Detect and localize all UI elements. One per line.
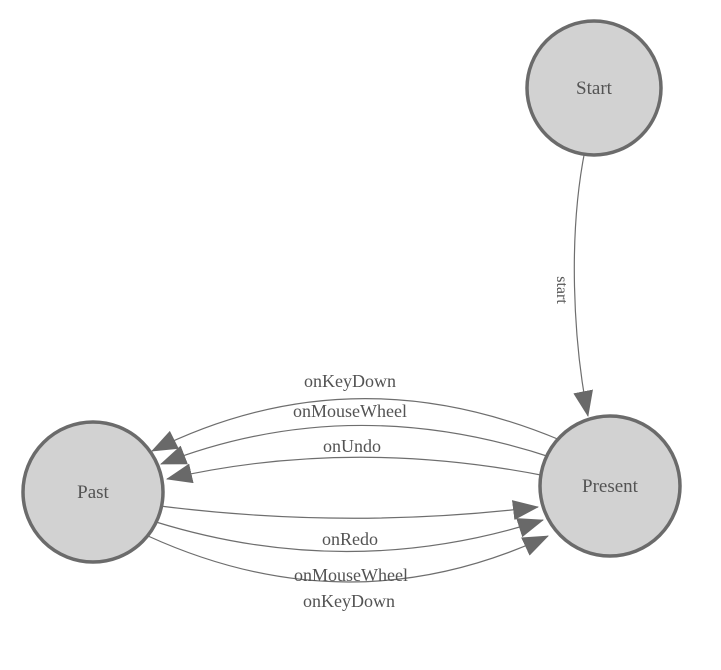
node-start-label: Start <box>576 78 613 99</box>
edge-past-to-present-onredo <box>159 500 539 520</box>
edge-label-onmousewheel-bottom: onMouseWheel <box>294 565 408 585</box>
node-start-circle[interactable] <box>525 19 663 157</box>
node-past-circle[interactable] <box>21 420 165 564</box>
edge-label-onredo: onRedo <box>322 529 378 549</box>
node-present-circle[interactable] <box>538 414 682 558</box>
node-present-label: Present <box>582 476 639 497</box>
edge-present-to-past-onundo <box>166 456 547 484</box>
node-present[interactable]: Present <box>538 414 682 558</box>
node-past-label: Past <box>77 482 109 503</box>
edge-start-to-present <box>573 149 593 417</box>
edge-present-to-past-onmousewheel <box>160 424 554 465</box>
edge-label-onundo: onUndo <box>323 436 381 456</box>
edge-group <box>147 149 593 583</box>
node-start[interactable]: Start <box>525 19 663 157</box>
node-past[interactable]: Past <box>21 420 165 564</box>
edge-present-to-past-onkeydown <box>151 397 561 452</box>
edge-label-onmousewheel-top: onMouseWheel <box>293 401 407 421</box>
edge-label-group: start onKeyDown onMouseWheel onUndo onRe… <box>293 276 570 611</box>
edge-past-to-present-onkeydown <box>147 535 549 583</box>
edge-label-onkeydown-top: onKeyDown <box>304 371 396 391</box>
edge-label-onkeydown-bottom: onKeyDown <box>303 591 395 611</box>
edge-label-start: start <box>553 276 570 304</box>
edge-past-to-present-onmousewheel <box>155 518 544 553</box>
